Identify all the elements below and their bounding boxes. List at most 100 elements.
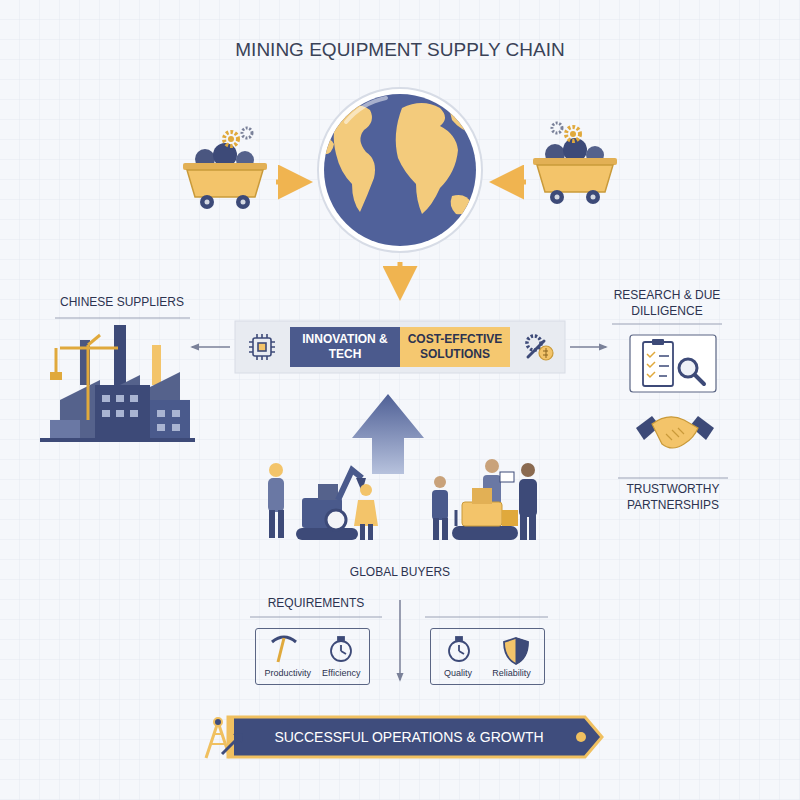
due-diligence-icon bbox=[659, 356, 669, 376]
globe bbox=[451, 195, 472, 214]
value-band bbox=[249, 334, 275, 360]
handshake-icon bbox=[652, 417, 698, 448]
globe bbox=[318, 103, 485, 214]
ore-cart-left bbox=[224, 132, 238, 146]
mine-icon bbox=[214, 718, 222, 726]
buyers-illustration bbox=[368, 524, 373, 540]
mine-icon bbox=[222, 736, 240, 754]
requirement-label: Efficiency bbox=[322, 668, 360, 678]
factory-illustration bbox=[157, 424, 165, 431]
label-rules bbox=[55, 318, 190, 319]
globe bbox=[318, 138, 334, 155]
factory-illustration bbox=[102, 395, 110, 402]
buyers-illustration bbox=[452, 488, 518, 540]
requirement-icons bbox=[516, 638, 528, 664]
buyers-illustration bbox=[296, 528, 358, 540]
flow-arrows bbox=[399, 600, 401, 680]
factory-illustration bbox=[116, 395, 124, 402]
buyers-illustration bbox=[269, 463, 283, 477]
buyers-illustration bbox=[354, 500, 378, 526]
ore-cart-right bbox=[533, 158, 617, 165]
requirement-box: ProductivityEfficiency bbox=[255, 628, 370, 685]
globe bbox=[318, 88, 485, 252]
due-diligence-icon bbox=[630, 335, 716, 392]
innovation-box: INNOVATION & TECH bbox=[290, 327, 400, 367]
factory-illustration bbox=[95, 385, 150, 440]
group-label: CHINESE SUPPLIERS bbox=[42, 295, 202, 311]
requirement-icons bbox=[459, 645, 464, 654]
factory-illustration bbox=[157, 410, 165, 417]
buyers-illustration bbox=[462, 502, 502, 526]
factory-illustration bbox=[114, 325, 126, 390]
value-band bbox=[527, 336, 553, 360]
factory-illustration bbox=[40, 325, 195, 442]
factory-illustration bbox=[55, 348, 58, 372]
globe bbox=[396, 103, 458, 214]
requirement-icons bbox=[272, 637, 528, 664]
buyers-illustration bbox=[326, 510, 346, 530]
flow-arrows bbox=[192, 346, 230, 348]
factory-illustration bbox=[130, 395, 138, 402]
buyers-illustration bbox=[433, 518, 439, 540]
buyers-illustration bbox=[472, 488, 492, 504]
requirement-label: Reliability bbox=[492, 668, 531, 678]
factory-illustration bbox=[130, 410, 138, 417]
growth-arrow bbox=[352, 394, 424, 474]
mine-icon bbox=[206, 718, 243, 758]
value-band bbox=[539, 346, 553, 360]
ore-cart-right bbox=[555, 195, 560, 200]
ore-cart-left bbox=[187, 170, 263, 197]
flow-arrows bbox=[192, 182, 606, 680]
requirement-icons bbox=[338, 637, 344, 640]
ore-cart-left bbox=[183, 128, 267, 209]
requirement-label: Quality bbox=[444, 668, 472, 678]
ore-cart-right bbox=[550, 190, 564, 204]
buyers-illustration bbox=[529, 515, 536, 540]
buyers-illustration bbox=[521, 463, 535, 477]
buyers-illustration bbox=[502, 510, 518, 526]
buyers-illustration bbox=[432, 490, 448, 520]
ore-cart-right bbox=[566, 127, 580, 141]
globe bbox=[318, 88, 482, 252]
ore-cart-left bbox=[200, 195, 214, 209]
banner-shape bbox=[576, 732, 586, 742]
requirement-icons bbox=[341, 645, 346, 654]
mine-icon bbox=[206, 722, 230, 758]
factory-illustration bbox=[60, 347, 118, 350]
label-rules bbox=[250, 617, 382, 618]
flow-arrows bbox=[570, 346, 606, 348]
buyers-illustration bbox=[360, 524, 365, 540]
factory-illustration bbox=[172, 424, 180, 431]
buyers-illustration bbox=[519, 479, 537, 517]
label-rules bbox=[425, 617, 548, 618]
factory-illustration bbox=[56, 335, 118, 420]
buyers-illustration bbox=[338, 470, 362, 500]
factory-illustration bbox=[152, 345, 161, 385]
requirement-icons bbox=[278, 638, 284, 662]
buyers-illustration bbox=[442, 518, 448, 540]
ore-cart-right bbox=[533, 123, 617, 204]
requirement-icons bbox=[456, 637, 462, 640]
node-text: INNOVATION & TECH bbox=[296, 332, 394, 362]
ore-cart-right bbox=[591, 195, 596, 200]
due-diligence-icon bbox=[630, 335, 716, 392]
buyers-illustration bbox=[520, 515, 527, 540]
group-label: RESEARCH & DUE DILLIGENCE bbox=[602, 288, 732, 319]
buyers-illustration bbox=[269, 510, 275, 538]
value-band bbox=[258, 343, 266, 351]
factory-illustration bbox=[50, 420, 80, 440]
label-rules bbox=[618, 478, 728, 479]
ore-cart-left bbox=[236, 195, 250, 209]
ore-cart-left bbox=[183, 163, 267, 170]
due-diligence-icon bbox=[695, 375, 704, 384]
due-diligence-icon bbox=[652, 339, 664, 345]
globe bbox=[334, 105, 375, 212]
due-diligence-icon bbox=[647, 352, 655, 377]
node-text: COST-EFFCTIVE SOLUTIONS bbox=[406, 332, 504, 362]
factory-illustration bbox=[50, 372, 62, 380]
buyers-illustration bbox=[278, 510, 284, 538]
buyers-illustration bbox=[268, 478, 284, 512]
mine-icon bbox=[211, 734, 225, 744]
